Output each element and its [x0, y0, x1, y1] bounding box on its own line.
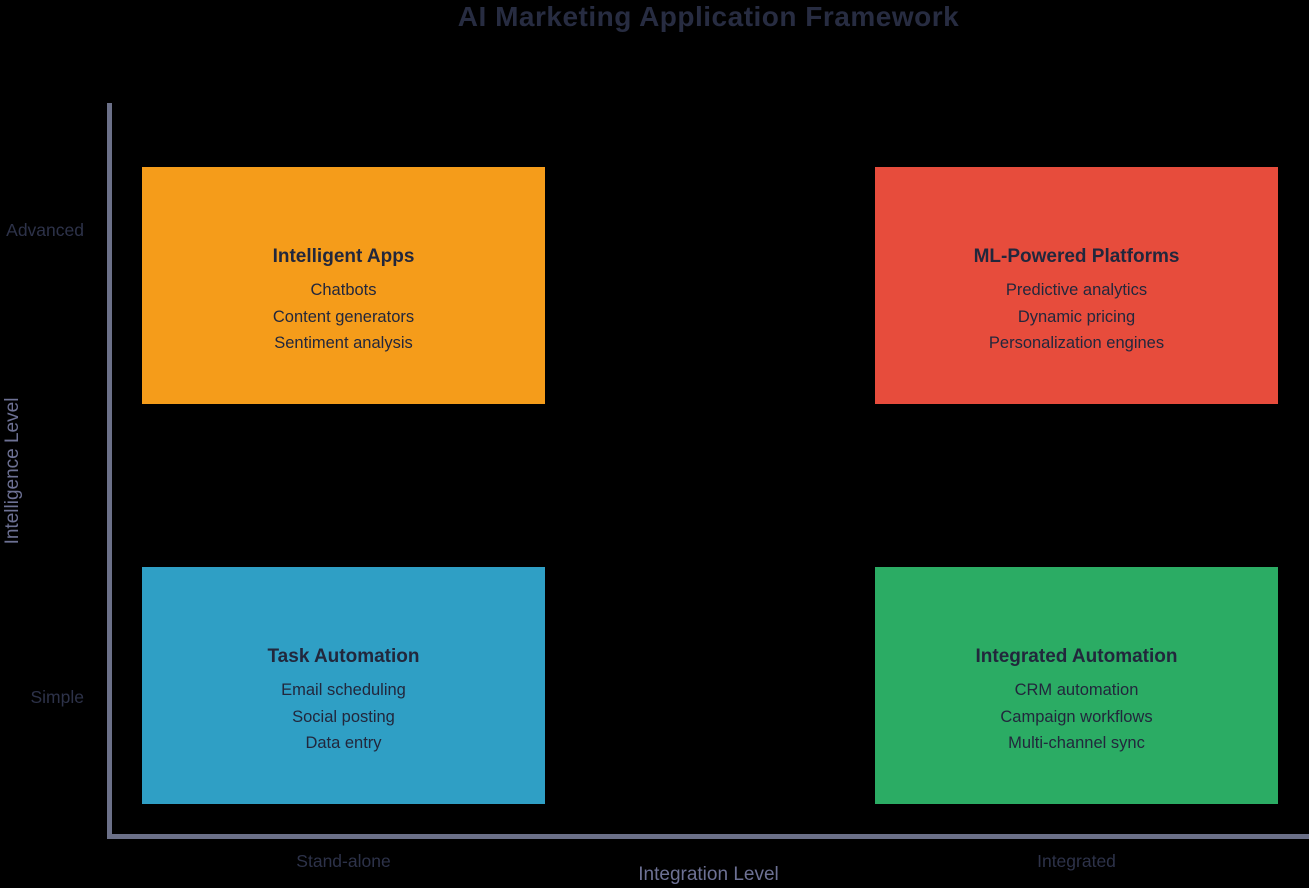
quadrant-item: Dynamic pricing — [1017, 307, 1136, 326]
quadrant-integrated-automation: Integrated Automation CRM automation Cam… — [875, 567, 1278, 804]
quadrant-item: Multi-channel sync — [1008, 734, 1145, 752]
chart-title: AI Marketing Application Framework — [457, 1, 960, 32]
quadrant-item: Sentiment analysis — [274, 334, 413, 352]
quadrant-item: Social posting — [292, 707, 395, 726]
quadrant-title: Intelligent Apps — [272, 246, 415, 267]
quadrant-item: Campaign workflows — [1000, 707, 1153, 726]
quadrant-item: CRM automation — [1014, 681, 1139, 699]
y-axis-line — [107, 103, 112, 839]
quadrant-item: Data entry — [305, 734, 382, 752]
quadrant-item: Email scheduling — [281, 681, 406, 699]
quadrant-item: Predictive analytics — [1005, 281, 1148, 299]
quadrant-title: Task Automation — [267, 646, 420, 667]
x-axis-title: Integration Level — [638, 864, 779, 885]
y-axis-tick-simple: Simple — [30, 687, 85, 707]
quadrant-intelligent-apps: Intelligent Apps Chatbots Content genera… — [142, 167, 545, 404]
quadrant-item: Personalization engines — [988, 334, 1165, 352]
quadrant-item: Content generators — [272, 307, 415, 326]
x-axis-tick-stand-alone: Stand-alone — [296, 851, 391, 871]
y-axis-tick-advanced: Advanced — [6, 220, 84, 240]
quadrant-title: ML-Powered Platforms — [973, 246, 1180, 267]
quadrant-ml-powered-platforms: ML-Powered Platforms Predictive analytic… — [875, 167, 1278, 404]
y-axis-title: Intelligence Level — [2, 397, 23, 545]
quadrant-task-automation: Task Automation Email scheduling Social … — [142, 567, 545, 804]
quadrant-item: Chatbots — [310, 281, 377, 299]
quadrant-title: Integrated Automation — [975, 646, 1178, 667]
x-axis-line — [107, 834, 1309, 839]
x-axis-tick-integrated: Integrated — [1037, 851, 1116, 871]
